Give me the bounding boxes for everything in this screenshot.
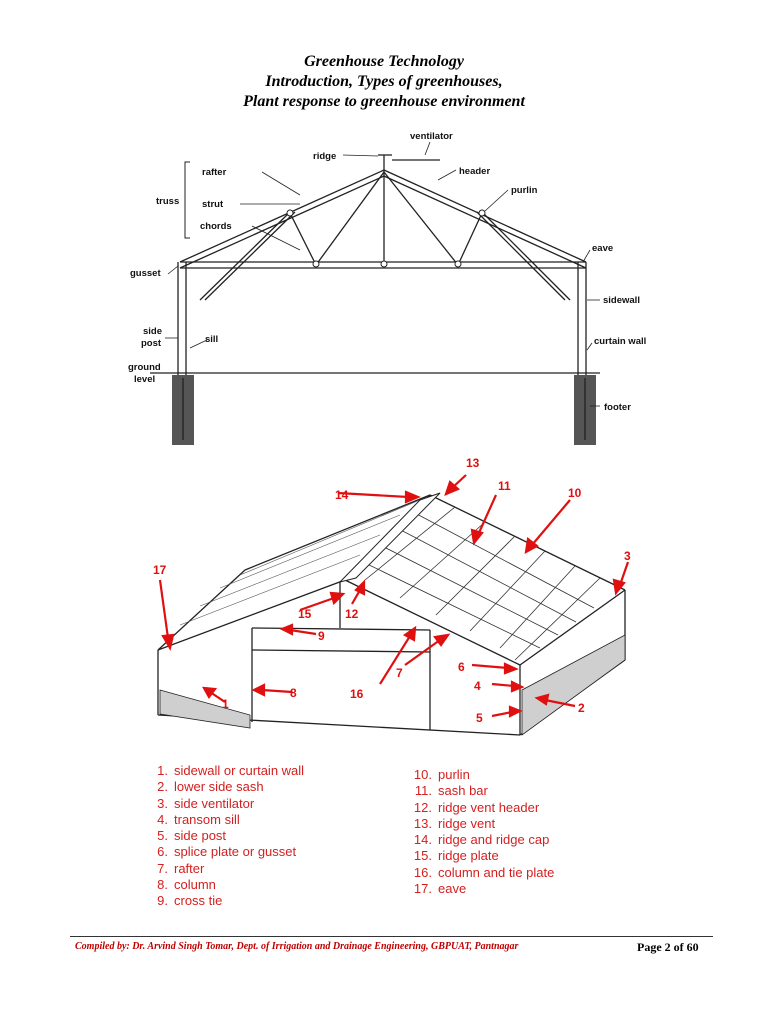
callout-14: 14 xyxy=(335,488,349,502)
callout-8: 8 xyxy=(290,686,297,700)
callout-10: 10 xyxy=(568,486,582,500)
legend-item: 7.rafter xyxy=(157,860,205,876)
label-sill: sill xyxy=(205,334,218,345)
label-ridge: ridge xyxy=(313,151,336,162)
footer-divider xyxy=(70,936,713,937)
label-curtain-wall: curtain wall xyxy=(594,336,646,347)
title-line-1: Greenhouse Technology xyxy=(304,53,464,70)
greenhouse-perspective-diagram: 13 14 11 10 3 17 15 12 9 8 1 16 7 6 4 5 … xyxy=(153,456,631,736)
label-side: side xyxy=(143,326,162,337)
callout-5: 5 xyxy=(476,711,483,725)
label-ventilator: ventilator xyxy=(410,131,453,142)
legend-item: 17.eave xyxy=(413,881,467,897)
legend-item: 1.sidewall or curtain wall xyxy=(157,763,305,778)
label-header: header xyxy=(459,166,490,177)
callout-7: 7 xyxy=(396,666,403,680)
callout-1: 1 xyxy=(222,697,229,711)
page-number: Page 2 of 60 xyxy=(637,940,699,954)
legend-item: 3.side ventilator xyxy=(157,795,255,811)
legend-item: 14.ridge and ridge cap xyxy=(413,832,550,848)
legend-item: 5.side post xyxy=(157,828,227,844)
callout-9: 9 xyxy=(318,629,325,643)
legend-item: 4.transom sill xyxy=(157,811,240,827)
title-line-3: Plant response to greenhouse environment xyxy=(243,93,525,110)
label-post: post xyxy=(141,338,162,349)
legend-item: 2.lower side sash xyxy=(157,779,264,795)
label-rafter: rafter xyxy=(202,167,227,178)
label-eave: eave xyxy=(592,243,613,254)
footer-credit: Compiled by: Dr. Arvind Singh Tomar, Dep… xyxy=(75,941,519,952)
label-gusset: gusset xyxy=(130,268,161,279)
truss-cross-section-diagram: ventilator ridge header rafter purlin tr… xyxy=(128,131,646,445)
legend-item: 15.ridge plate xyxy=(413,848,499,864)
legend-item: 11.sash bar xyxy=(414,783,488,799)
legend-item: 10.purlin xyxy=(413,767,470,782)
callout-3: 3 xyxy=(624,549,631,563)
legend-left: 1.sidewall or curtain wall 2.lower side … xyxy=(148,763,304,910)
callout-13: 13 xyxy=(466,456,480,470)
label-footer: footer xyxy=(604,402,631,413)
legend-item: 6.splice plate or gusset xyxy=(157,844,297,860)
legend-item: 8.column xyxy=(157,877,216,893)
label-ground: ground xyxy=(128,362,161,373)
label-truss: truss xyxy=(156,196,179,207)
callout-2: 2 xyxy=(578,701,585,715)
legend-right: 10.purlin 11.sash bar 12.ridge vent head… xyxy=(412,767,554,897)
callout-15: 15 xyxy=(298,607,312,621)
label-purlin: purlin xyxy=(511,185,538,196)
label-level: level xyxy=(134,374,155,385)
callout-16: 16 xyxy=(350,687,364,701)
label-strut: strut xyxy=(202,199,224,210)
legend-item: 16.column and tie plate xyxy=(413,864,555,880)
label-sidewall: sidewall xyxy=(603,295,640,306)
callout-12: 12 xyxy=(345,607,359,621)
callout-17: 17 xyxy=(153,563,167,577)
title-line-2: Introduction, Types of greenhouses, xyxy=(265,73,503,90)
callout-4: 4 xyxy=(474,679,481,693)
callout-11: 11 xyxy=(498,479,511,493)
legend-item: 9.cross tie xyxy=(157,893,223,909)
label-chords: chords xyxy=(200,221,232,232)
legend-item: 13.ridge vent xyxy=(413,815,496,831)
callout-6: 6 xyxy=(458,660,465,674)
page-title: Greenhouse Technology Introduction, Type… xyxy=(0,52,768,112)
legend-item: 12.ridge vent header xyxy=(413,799,540,815)
